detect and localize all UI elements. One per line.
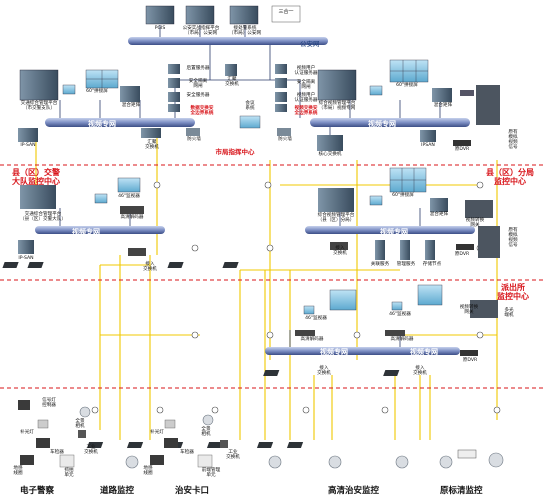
label-field-industrial-switch: 工业 交换机 xyxy=(84,445,98,455)
zone-station: 派出所 监控中心 xyxy=(497,283,529,301)
label-video-boundary: 视频交换安 全边界系统 xyxy=(294,106,318,116)
label-bottom-road: 道路监控 xyxy=(100,486,135,496)
label-county-video-net-left: 视频专网 xyxy=(72,228,100,236)
label-police-net: 公安网 xyxy=(300,40,320,48)
label-city-center: 市局指挥中心 xyxy=(215,148,255,156)
label-security-server: 安全服务器 xyxy=(186,93,210,98)
label-county-tv: 60"拼接屏 xyxy=(392,193,414,198)
access-switches xyxy=(2,262,400,448)
field-equipment-left xyxy=(18,400,86,468)
label-city-gateway: 汇聚 交换机 xyxy=(145,140,159,150)
label-auth-server-1: 视频用户 认证服务器 xyxy=(294,66,318,76)
label-station-dvr: 原DVR xyxy=(462,358,478,363)
label-firewall-left: 防火墙 xyxy=(187,137,201,142)
zone-county-bureau: 县（区）分局 监控中心 xyxy=(486,168,534,186)
label-data-boundary: 数据交换安 全边界系统 xyxy=(190,106,214,116)
label-storage-1: 关联服务 xyxy=(370,262,390,267)
label-field-mid-coil: 地感 线圈 xyxy=(143,466,153,476)
label-county-dvr: 原DVR xyxy=(454,252,470,257)
label-county-video-net-right: 视频专网 xyxy=(380,228,408,236)
dome-cameras xyxy=(79,406,504,469)
label-field-mid-pano: 全景 相机 xyxy=(201,427,211,437)
label-city-right-tv: 60"拼接屏 xyxy=(396,83,418,88)
label-city-tv-wall: 60"拼接屏 xyxy=(86,89,108,94)
label-city-video-net-left: 视频专网 xyxy=(88,120,116,128)
label-county-encoder: 原有 模拟 视频 信号 xyxy=(508,228,518,248)
label-county-monitor: 46"监视器 xyxy=(118,194,140,199)
label-field-coil: 地感 线圈 xyxy=(13,466,23,476)
label-dispatch: 接处警系统 （市局）公安网 xyxy=(228,26,262,36)
label-station-video-net-left: 视频专网 xyxy=(320,348,348,356)
label-county-video-switch: 视频转换 网关 xyxy=(465,218,485,228)
field-equipment-mid xyxy=(150,419,228,468)
zone-county-traffic: 县（区）交警 大队监控中心 xyxy=(12,168,60,186)
label-city-left-platform: 交通综合管理平台 （市交警支队） xyxy=(20,101,58,111)
label-three-in-one: 三合一 xyxy=(278,9,294,15)
label-station-access-1: 接入 交换机 xyxy=(317,366,331,376)
label-city-dvr: 原DVR xyxy=(454,147,470,152)
label-station-decoder: 高清解码器 xyxy=(300,337,324,342)
label-gate-switch: 汇聚 交换机 xyxy=(225,77,239,87)
label-bottom-sd: 原标清监控 xyxy=(440,486,483,496)
label-field-light: 补光灯 xyxy=(20,430,34,435)
analog-camera xyxy=(457,449,477,459)
label-pgis: PGIS xyxy=(154,26,166,31)
label-station-monitor: 46"监视器 xyxy=(305,316,327,321)
city-left-cluster xyxy=(18,69,161,142)
label-rear-server: 后置服务器 xyxy=(186,66,210,71)
top-server-racks xyxy=(145,5,301,25)
label-county-access-right: 接入 交换机 xyxy=(333,246,347,256)
label-bottom-hd: 高清治安监控 xyxy=(328,486,380,496)
label-field-detector: 车检器 xyxy=(50,450,64,455)
label-storage-2: 管理服务 xyxy=(396,262,416,267)
label-county-decoder: 高清解码器 xyxy=(120,215,144,220)
label-station-access-2: 接入 交换机 xyxy=(413,366,427,376)
label-city-right-platform: 综合视频管理平台 （市局）视频专网 xyxy=(318,101,356,111)
label-county-left-platform: 交通综合管理平台 （县（区）交警大队） xyxy=(20,212,66,222)
label-meeting: 会议 系统 xyxy=(245,101,255,111)
label-city-encoder: 原有 模拟 视频 信号 xyxy=(508,130,518,150)
county-right-cluster xyxy=(318,167,500,260)
label-core-switch: 核心交换机 xyxy=(318,152,342,157)
label-field-mid-light: 补光灯 xyxy=(150,430,164,435)
label-station-video-net-right: 视频专网 xyxy=(410,348,438,356)
label-firewall-right: 防火墙 xyxy=(278,137,292,142)
label-gap-left: 安全隔离 网闸 xyxy=(188,79,208,89)
label-city-right-matrix: 混合矩阵 xyxy=(433,103,453,108)
label-gap-right: 安全隔离 网闸 xyxy=(296,80,316,90)
label-field-mid-mgmt: 前端管理 单元 xyxy=(201,468,221,478)
label-bottom-checkpoint: 治安卡口 xyxy=(175,486,210,496)
city-middle-servers xyxy=(168,64,343,151)
label-city-matrix: 混合矩阵 xyxy=(121,103,141,108)
label-field-mid-detector: 车检器 xyxy=(180,450,194,455)
label-field-mid-switch: 工业 交换机 xyxy=(226,450,240,460)
label-county-right-platform: 综合视频管理平台 （县（区）分局） xyxy=(317,213,355,223)
label-storage-3: 存储节点 xyxy=(422,262,442,267)
label-field-signal: 信号灯 控制器 xyxy=(42,398,56,408)
label-field-pano: 全景 相机 xyxy=(75,419,85,429)
label-bottom-e-police: 电子警察 xyxy=(20,486,55,496)
label-city-video-net-right: 视频专网 xyxy=(368,120,396,128)
label-city-right-ipsan: IPSAN xyxy=(421,143,435,148)
label-station-monitor-right: 46"监视器 xyxy=(389,312,411,317)
label-station-encoder: 多光 端机 xyxy=(504,308,514,318)
county-left-cluster xyxy=(18,177,146,256)
label-county-matrix: 混合矩阵 xyxy=(429,212,449,217)
city-right-cluster xyxy=(317,59,500,146)
label-city-ipsan: IP-SAN xyxy=(20,143,36,148)
label-station-decoder-right: 高清解码器 xyxy=(390,337,414,342)
label-police-platform: 公安实战指挥平台 （市局）公安网 xyxy=(182,26,220,36)
label-auth-server-2: 视频用户 认证服务器 xyxy=(294,93,318,103)
station-cluster xyxy=(295,284,498,356)
network-pipes xyxy=(35,37,475,355)
label-field-capture: 抓拍 单元 xyxy=(64,468,74,478)
label-county-access-left: 接入 交换机 xyxy=(143,262,157,272)
label-county-ipsan: IP-SAN xyxy=(18,256,34,261)
label-station-gateway: 视频转换 网关 xyxy=(459,305,479,315)
